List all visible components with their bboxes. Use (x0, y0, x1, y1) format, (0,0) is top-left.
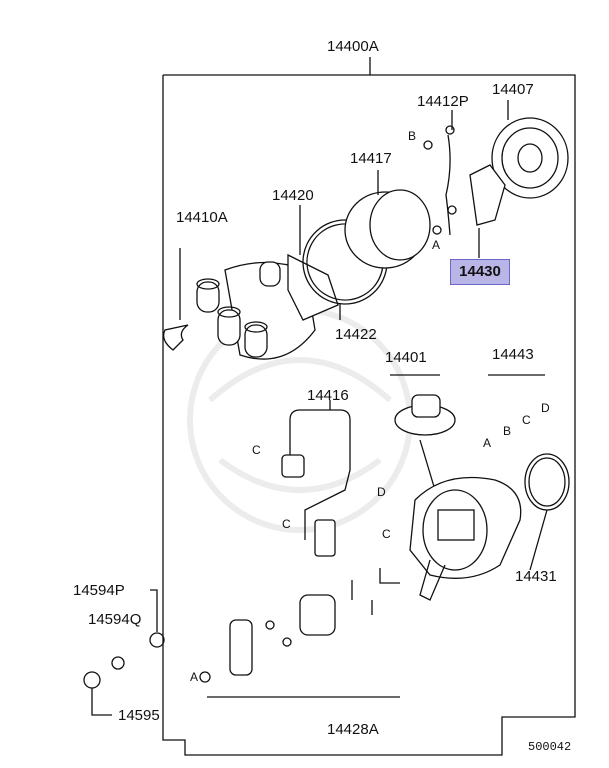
vacuum-unit-shape (394, 394, 456, 491)
part-label-14431: 14431 (515, 568, 557, 585)
callout-letter-b-14443: B (503, 424, 512, 438)
disc-shape (491, 100, 569, 199)
part-label-14416: 14416 (307, 387, 349, 404)
callout-letter-c-body: C (382, 527, 391, 541)
bracket-shape (469, 164, 506, 226)
callout-letter-c-14443: C (522, 413, 531, 427)
o-ring-shape (524, 453, 570, 511)
part-label-14412P: 14412P (417, 93, 469, 110)
callout-letter-a-top: A (432, 238, 441, 252)
callout-letter-c-harness: C (252, 443, 261, 457)
part-label-14443: 14443 (492, 346, 534, 363)
callout-letter-c-connector: C (282, 517, 291, 531)
callout-letter-a-shaft: A (190, 670, 199, 684)
part-label-14594Q: 14594Q (88, 611, 142, 628)
part-label-14595: 14595 (118, 707, 160, 724)
part-label-14400A: 14400A (327, 38, 379, 55)
part-label-14594P: 14594P (73, 582, 125, 599)
part-label-14401: 14401 (385, 349, 427, 366)
part-label-14428A: 14428A (327, 721, 379, 738)
callout-letter-a-14443: A (483, 436, 492, 450)
shaft-shape (229, 619, 253, 676)
part-label-14407: 14407 (492, 81, 534, 98)
part-label-14430-highlighted[interactable]: 14430 (450, 259, 510, 285)
diagram-frame (162, 74, 576, 756)
callout-letter-d-14443: D (541, 401, 550, 415)
harness-shape (289, 409, 351, 540)
cover-shape (344, 170, 431, 269)
part-label-14417: 14417 (350, 150, 392, 167)
part-label-14410A: 14410A (176, 209, 228, 226)
distributor-body-shape (409, 476, 522, 601)
callout-letter-d-vacuum: D (377, 485, 386, 499)
callout-letter-b-top: B (408, 129, 417, 143)
part-label-14422: 14422 (335, 326, 377, 343)
diagram-number: 500042 (528, 740, 572, 754)
rotor-shape (287, 205, 339, 321)
part-label-14420: 14420 (272, 187, 314, 204)
